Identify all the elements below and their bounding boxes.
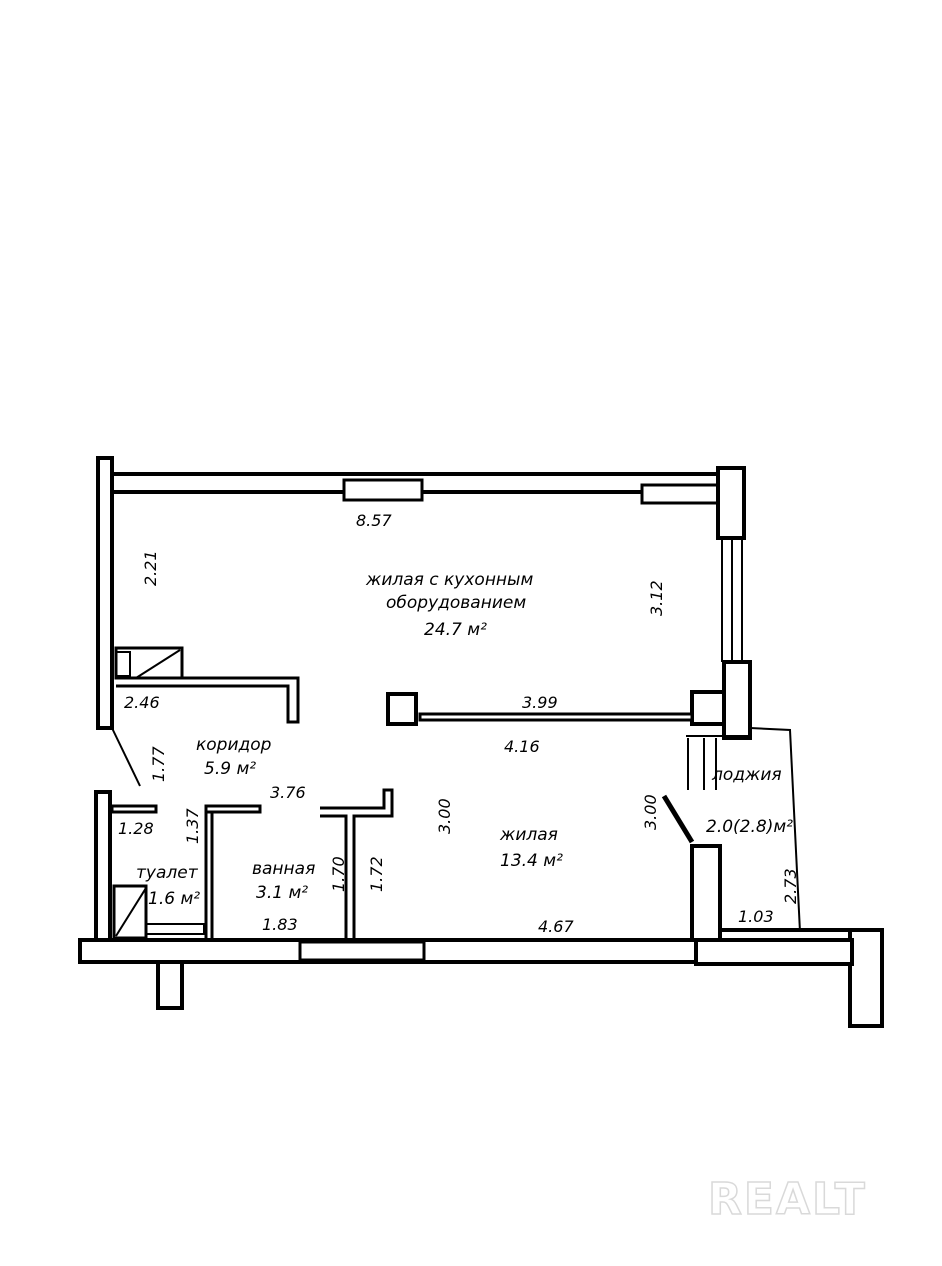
dim-bath-height: 1.70 xyxy=(329,856,348,892)
corridor-area: 5.9 м² xyxy=(204,759,256,779)
top-window-left xyxy=(342,478,424,502)
loggia-area: 2.0(2.8)м² xyxy=(706,817,793,837)
walls xyxy=(78,456,884,1028)
toilet-top-wall xyxy=(110,804,158,814)
right-wall-upper xyxy=(716,466,746,540)
dim-living-width-top: 4.16 xyxy=(504,737,540,756)
dim-corridor-width: 2.46 xyxy=(124,693,160,712)
partition-column xyxy=(386,692,418,726)
living-label: жилая xyxy=(499,825,558,845)
dim-right-top-height: 3.12 xyxy=(647,580,666,616)
dim-living-height-right: 3.00 xyxy=(641,794,660,830)
watermark-logo: REALT xyxy=(708,1174,867,1225)
living-right-wall xyxy=(690,844,722,944)
toilet-label: туалет xyxy=(136,863,199,883)
loggia-outline xyxy=(749,727,801,933)
loggia-column xyxy=(848,928,884,1028)
bottom-window xyxy=(298,940,426,962)
toilet-sink xyxy=(145,923,205,935)
right-pillar xyxy=(722,660,752,740)
bathroom-label: ванная xyxy=(252,859,315,879)
dim-loggia-height: 2.73 xyxy=(781,868,800,904)
corridor-label: коридор xyxy=(196,735,272,755)
dim-bath-height-2: 1.72 xyxy=(367,856,386,892)
loggia-door-leaf xyxy=(661,794,695,844)
living-kitchen-label-1: жилая с кухонным xyxy=(365,570,533,590)
entrance-door-line xyxy=(111,727,141,787)
dimensions: 8.57 2.21 3.12 2.46 3.99 4.16 1.77 3.76 … xyxy=(118,511,800,936)
cabinet-slot xyxy=(115,651,131,677)
top-window-right xyxy=(640,483,720,505)
dim-toilet-height: 1.37 xyxy=(183,808,202,844)
bottom-right-wall xyxy=(694,938,854,966)
cabinet-diagonal xyxy=(135,649,181,679)
living-kitchen-area: 24.7 м² xyxy=(424,620,487,640)
dim-partition-width: 3.99 xyxy=(522,693,558,712)
corridor-partition xyxy=(116,676,300,724)
toilet-diagonal xyxy=(115,887,147,937)
dim-corridor-bottom: 3.76 xyxy=(270,783,306,802)
dim-corridor-height: 1.77 xyxy=(149,746,168,782)
bath-top-left xyxy=(204,804,262,814)
living-kitchen-label-2: оборудованием xyxy=(386,593,526,613)
left-wall-upper xyxy=(96,456,114,730)
dim-bath-width: 1.83 xyxy=(262,915,298,934)
dim-top-width: 8.57 xyxy=(356,511,392,530)
dim-living-width-bottom: 4.67 xyxy=(538,917,574,936)
dim-left-top-height: 2.21 xyxy=(141,550,160,586)
left-wall-lower xyxy=(94,790,112,944)
toilet-right-wall xyxy=(204,804,214,944)
right-pillar-inner xyxy=(690,690,726,726)
living-partition xyxy=(418,712,694,722)
living-area: 13.4 м² xyxy=(500,851,563,871)
dim-toilet-width: 1.28 xyxy=(118,819,154,838)
bottom-column xyxy=(156,960,184,1010)
toilet-area: 1.6 м² xyxy=(148,889,200,909)
loggia-label: лоджия xyxy=(711,765,782,785)
dim-living-height-left: 3.00 xyxy=(435,798,454,834)
bath-partition xyxy=(320,788,394,944)
room-labels: жилая с кухонным оборудованием 24.7 м² к… xyxy=(136,570,793,909)
dim-loggia-width: 1.03 xyxy=(738,907,774,926)
bathroom-area: 3.1 м² xyxy=(256,883,308,903)
